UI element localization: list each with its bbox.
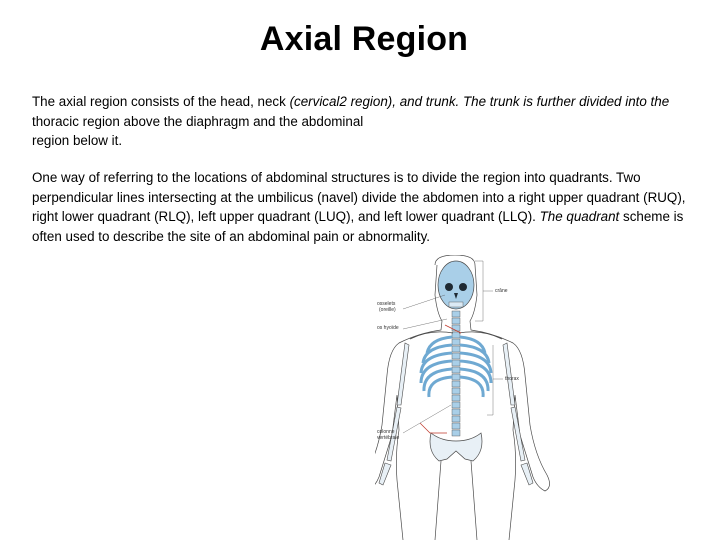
- spine: [451, 310, 461, 437]
- label-colonne-sub: vertébrale: [377, 435, 399, 441]
- ribcage: [419, 335, 493, 398]
- accent-lines: [419, 324, 462, 434]
- label-osselets: osselets: [377, 301, 396, 307]
- paragraph-text: scheme is often used to describe the sit…: [32, 209, 684, 244]
- arm-bones: [378, 342, 534, 486]
- paragraph-text: region below it.: [32, 133, 123, 148]
- label-colonne: colonne: [377, 429, 395, 435]
- label-hyoide: os hyoïde: [377, 325, 399, 331]
- page-title: Axial Region: [259, 20, 469, 58]
- paragraph-text: thoracic region above the diaphragm and …: [32, 113, 364, 129]
- paragraph-quadrants: One way of referring to the locations of…: [32, 168, 702, 246]
- leader-lines: [402, 260, 503, 434]
- skeleton-figure: crâne osselets (oreille) os hyoïde thora…: [375, 255, 580, 540]
- paragraph-text: One way of referring to the locations of…: [32, 170, 686, 224]
- paragraph-axial-region: The axial region consists of the head, n…: [32, 92, 702, 151]
- paragraph-italic-text: The quadrant: [539, 209, 620, 224]
- label-crane: crâne: [495, 288, 508, 294]
- pelvis: [429, 432, 483, 540]
- label-osselets-sub: (oreille): [379, 307, 396, 313]
- skeleton-illustration: crâne osselets (oreille) os hyoïde thora…: [375, 255, 550, 540]
- label-thorax: thorax: [505, 376, 519, 382]
- skull: [437, 260, 475, 310]
- paragraph-text: The axial region consists of the head, n…: [32, 94, 290, 109]
- paragraph-italic-text: (cervical2 region), and trunk. The trunk…: [289, 94, 670, 109]
- clavicles: [409, 331, 503, 340]
